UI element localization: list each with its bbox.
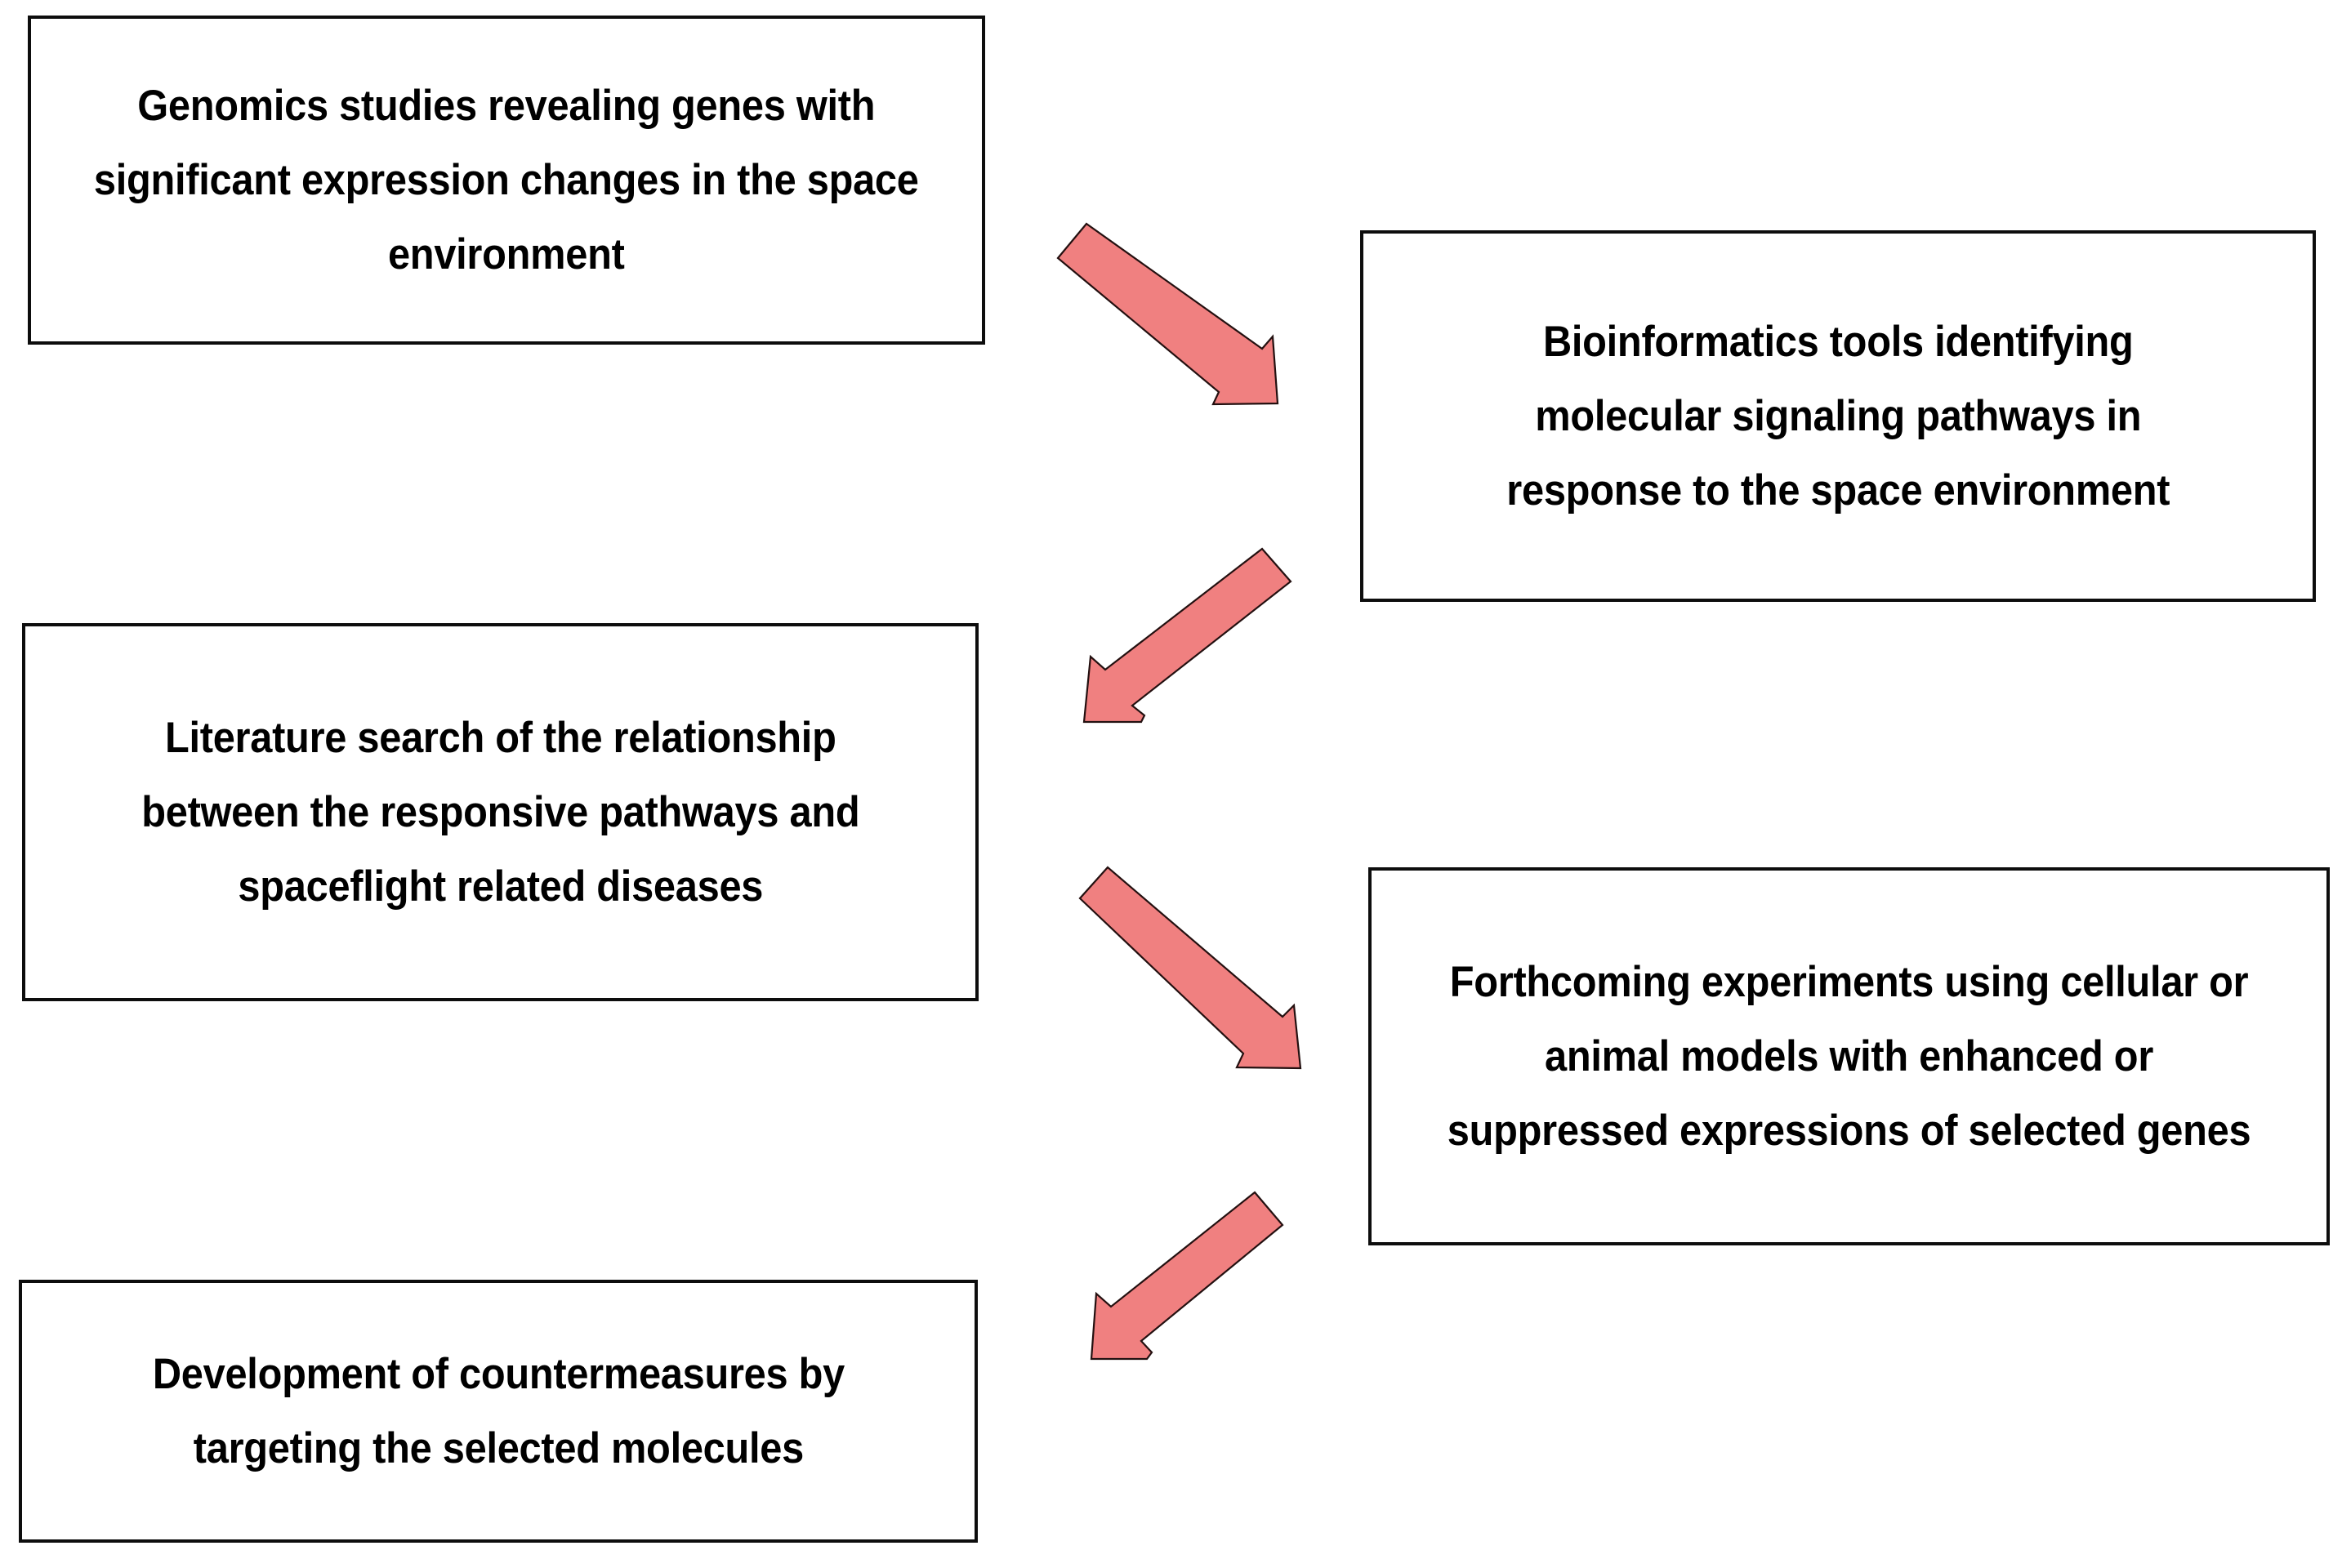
- flowchart-node-bioinformatics-label: Bioinformatics tools identifying molecul…: [1506, 317, 2170, 515]
- flowchart-node-genomics[interactable]: Genomics studies revealing genes with si…: [28, 16, 985, 345]
- flowchart-node-forthcoming-label: Forthcoming experiments using cellular o…: [1447, 957, 2251, 1156]
- flowchart-node-forthcoming[interactable]: Forthcoming experiments using cellular o…: [1368, 867, 2330, 1245]
- arrow-down-right-icon: [1056, 222, 1279, 406]
- arrow-down-left-icon: [1082, 547, 1292, 724]
- flowchart-node-genomics-label: Genomics studies revealing genes with si…: [94, 81, 919, 279]
- flowchart-node-literature[interactable]: Literature search of the relationship be…: [22, 623, 979, 1001]
- flowchart-node-countermeasures[interactable]: Development of countermeasures by target…: [19, 1280, 978, 1543]
- flowchart-node-literature-label: Literature search of the relationship be…: [141, 713, 860, 911]
- arrow-down-right-icon: [1078, 866, 1302, 1070]
- flowchart-node-bioinformatics[interactable]: Bioinformatics tools identifying molecul…: [1360, 230, 2316, 602]
- flowchart-node-countermeasures-label: Development of countermeasures by target…: [152, 1349, 845, 1472]
- arrow-down-left-icon: [1090, 1191, 1284, 1361]
